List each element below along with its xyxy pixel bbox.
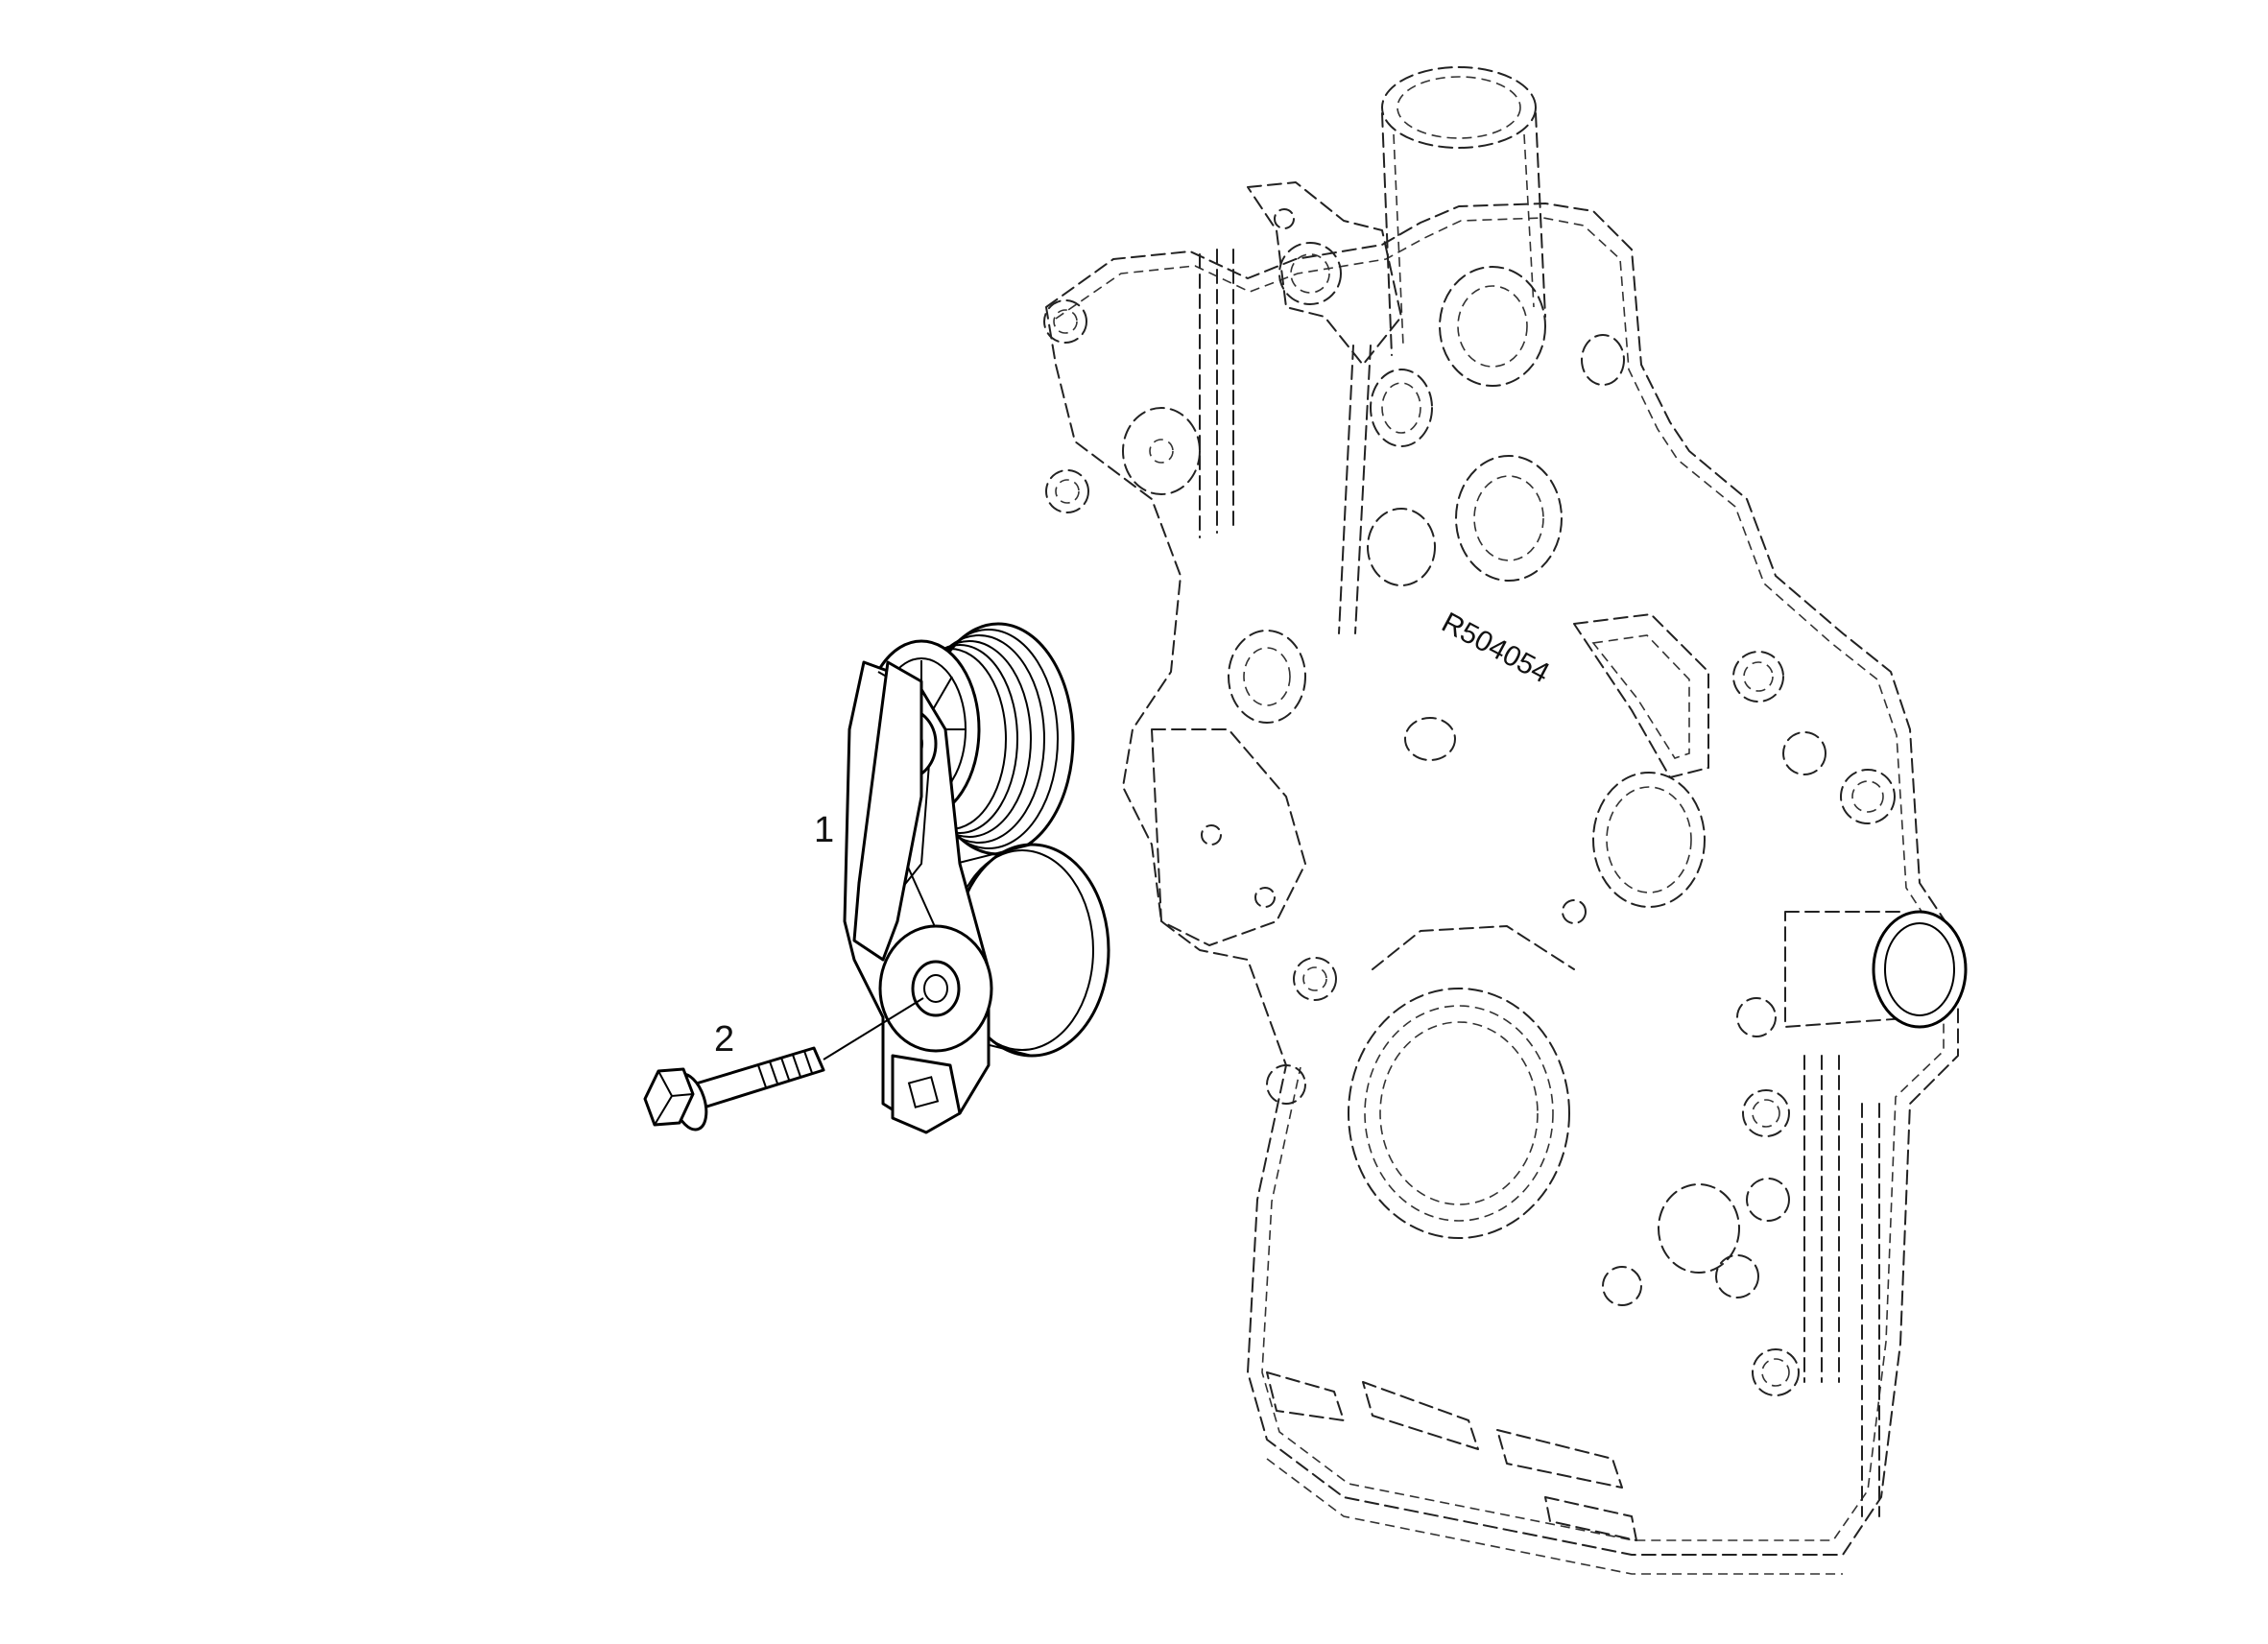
timing-gear-cover: R504054	[1043, 66, 1968, 1575]
belt-tensioner-assembly	[843, 622, 1110, 1134]
callout-2: 2	[714, 1019, 735, 1060]
callout-1: 1	[814, 810, 835, 850]
flange-bolt	[643, 1046, 825, 1132]
cover-part-number: R504054	[1437, 607, 1555, 689]
leader-line-bolt-to-tensioner	[823, 997, 924, 1060]
